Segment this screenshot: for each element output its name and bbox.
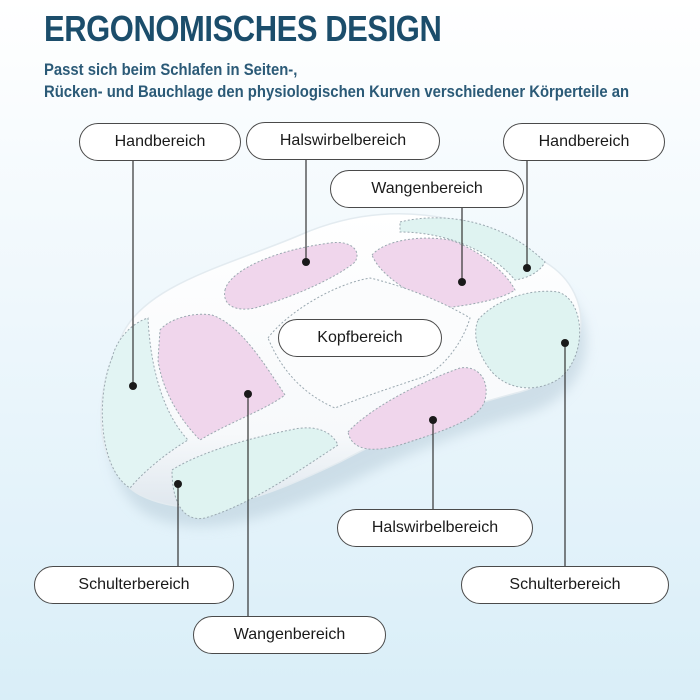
- page-title: ERGONOMISCHES DESIGN: [44, 8, 442, 49]
- label-neck-top: Halswirbelbereich: [246, 122, 440, 160]
- label-hand-left: Handbereich: [79, 123, 241, 161]
- subtitle-line-1: Passt sich beim Schlafen in Seiten-,: [44, 61, 298, 79]
- zone-shoulder-right: [475, 290, 581, 389]
- label-shoulder-left: Schulterbereich: [34, 566, 234, 604]
- label-shoulder-right: Schulterbereich: [461, 566, 669, 604]
- zone-hand-left: [101, 317, 189, 489]
- dot-neck-bottom: [429, 416, 437, 424]
- dot-hand-right: [523, 264, 531, 272]
- zone-cheek-left: [157, 313, 286, 441]
- label-hand-right: Handbereich: [503, 123, 665, 161]
- zone-hand-right: [399, 217, 546, 281]
- zone-neck-top: [224, 241, 358, 310]
- zone-shoulder-left: [171, 427, 339, 520]
- dot-shoulder-right: [561, 339, 569, 347]
- dot-neck-top: [302, 258, 310, 266]
- page-subtitle: Passt sich beim Schlafen in Seiten-, Rüc…: [44, 59, 629, 103]
- subtitle-line-2: Rücken- und Bauchlage den physiologische…: [44, 83, 630, 101]
- dot-cheek-top: [458, 278, 466, 286]
- label-cheek-bottom: Wangenbereich: [193, 616, 386, 654]
- label-neck-bottom: Halswirbelbereich: [337, 509, 533, 547]
- dot-shoulder-left: [174, 480, 182, 488]
- label-cheek-top: Wangenbereich: [330, 170, 524, 208]
- dot-hand-left: [129, 382, 137, 390]
- leader-lines: [132, 160, 566, 616]
- zone-neck-bottom: [347, 367, 487, 450]
- dot-cheek-bottom: [244, 390, 252, 398]
- label-head: Kopfbereich: [278, 319, 442, 357]
